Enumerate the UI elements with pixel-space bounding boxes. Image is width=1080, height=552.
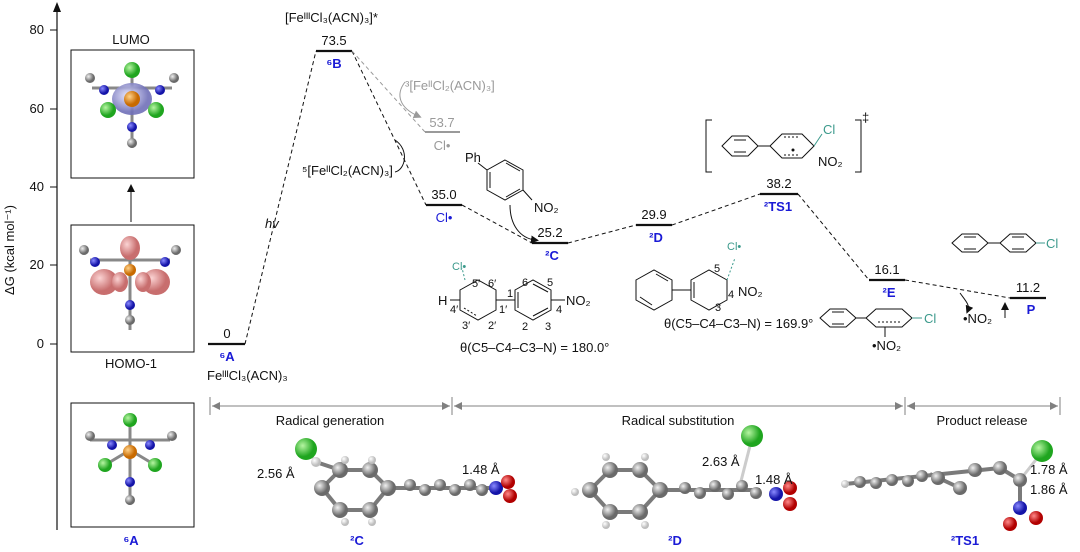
model-D [571,425,797,529]
value-A: 0 [223,326,230,341]
e-no2: •NO₂ [872,338,901,353]
dist-C-1: 2.56 Å [257,466,295,481]
atom-5p: 5′ [472,278,480,290]
dist-C-2: 1.48 Å [462,462,500,477]
curved-arrow-attack [509,204,539,244]
value-B: 73.5 [321,33,346,48]
atom-d5: 5 [714,263,720,275]
label-TS1: ²TS1 [764,199,792,214]
e-cl: Cl [924,311,936,326]
ts-radical-dot [791,148,795,152]
tick-0: 0 [37,336,44,351]
atom-4: 4 [556,304,562,316]
homo-panel [70,224,195,353]
hv-label: hv [265,216,280,231]
atom-6p: 6′ [488,278,496,290]
tick-20: 20 [30,257,44,272]
atom-5: 5 [547,277,553,289]
value-B3: 53.7 [429,115,454,130]
pathway-connectors [244,50,1011,345]
h-label: H [438,293,447,308]
value-P: 11.2 [1016,280,1040,295]
formula-A: FeᴵᴵᴵCl₃(ACN)₃ [207,368,288,383]
tick-40: 40 [30,179,44,194]
nitrobenzene-structure [477,159,533,201]
value-E: 16.1 [874,262,899,277]
ts-no2: NO₂ [818,154,843,169]
phase-product-release: Product release [936,413,1027,428]
dist-D-2: 1.48 Å [755,472,793,487]
tick-60: 60 [30,101,44,116]
atom-d4: 4 [728,289,734,301]
atom-6: 6 [522,277,528,289]
formula-B: [FeᴵᴵᴵCl₃(ACN)₃]* [285,10,378,25]
cl-radical-C0: Cl• [436,210,453,225]
dist-D-1: 2.63 Å [702,454,740,469]
no2-label-1: NO₂ [534,200,559,215]
atom-1p: 1′ [499,304,507,316]
atom-4p: 4′ [450,304,458,316]
no2-label-2: NO₂ [566,293,591,308]
label-C: ²C [545,248,559,263]
cl-radical-D: Cl• [727,241,741,253]
cl-radical-B3: Cl• [434,138,451,153]
y-axis-label: ΔG (kcal mol⁻¹) [2,205,17,295]
d-structure [635,257,736,311]
lumo-panel: LUMO [70,32,195,179]
dist-TS1-2: 1.86 Å [1030,482,1068,497]
label-P: P [1027,302,1036,317]
phase-radical-generation: Radical generation [276,413,384,428]
model-C [295,438,517,526]
lumo-label: LUMO [112,32,150,47]
product-structure [951,233,1045,253]
atom-3: 3 [545,321,551,333]
cl-radical-C: Cl• [452,261,466,273]
label-E: ²E [883,285,896,300]
phase-bar [209,397,1061,415]
value-C0: 35.0 [431,187,456,202]
homo-label: HOMO-1 [105,356,157,371]
no2-label-3: NO₂ [738,284,763,299]
ts-cl: Cl [823,122,835,137]
ts-structure [705,119,862,173]
ground-state-label: ⁶A [123,533,139,548]
curved-arrow-triplet [399,81,422,119]
model-TS1-label: ²TS1 [951,533,979,548]
atom-d3: 3 [715,302,721,314]
ts-dagger: ‡ [862,110,869,125]
ground-state-panel [70,402,195,528]
value-D: 29.9 [641,207,666,222]
model-D-label: ²D [668,533,682,548]
ph-label: Ph [465,150,481,165]
product-cl: Cl [1046,236,1058,251]
c-structure [450,267,565,321]
atom-3p: 3′ [462,320,470,332]
formula-B3: ³[FeᴵᴵCl₂(ACN)₃] [405,78,495,93]
label-A: ⁶A [219,349,235,364]
model-C-label: ²C [350,533,364,548]
model-TS1 [841,440,1053,531]
value-C: 25.2 [537,225,562,240]
phase-radical-substitution: Radical substitution [622,413,735,428]
theta-c: θ(C5–C4–C3–N) = 180.0° [460,340,609,355]
label-B: ⁶B [326,56,341,71]
label-D: ²D [649,230,663,245]
curved-arrow-quintet [394,139,405,173]
curved-arrow-release [959,292,974,314]
atom-1: 1 [507,288,513,300]
theta-d: θ(C5–C4–C3–N) = 169.9° [664,316,813,331]
atom-2p: 2′ [488,320,496,332]
no2-radical-P: •NO₂ [963,311,992,326]
atom-2: 2 [522,321,528,333]
y-axis: 80 60 40 20 0 ΔG (kcal mol⁻¹) [2,2,61,530]
value-TS1: 38.2 [766,176,791,191]
e-structure [819,308,922,337]
dist-TS1-1: 1.78 Å [1030,462,1068,477]
energy-levels [208,49,1046,346]
formula-C0: ⁵[FeᴵᴵCl₂(ACN)₃] [302,163,393,178]
tick-80: 80 [30,22,44,37]
